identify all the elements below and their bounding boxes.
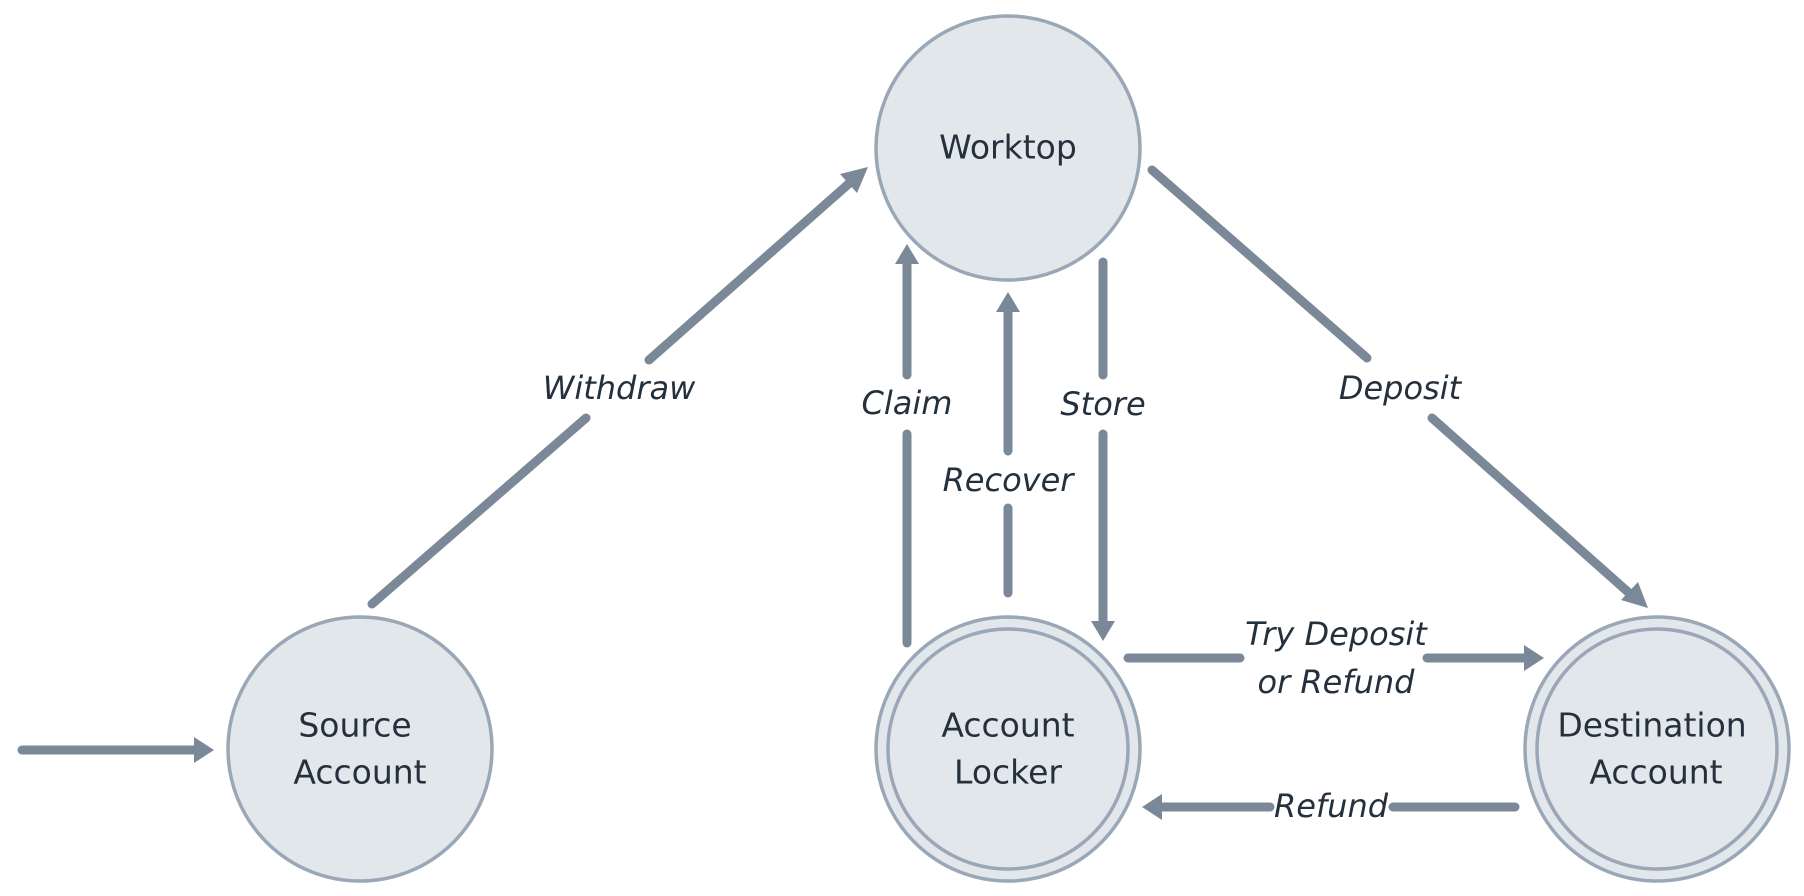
- try-deposit-label-line2: or Refund: [1258, 663, 1416, 701]
- source-account-label-line2: Account: [293, 753, 426, 792]
- entry-arrow: [17, 737, 214, 763]
- account-locker-label-line2: Locker: [954, 753, 1062, 792]
- worktop-label: Worktop: [939, 128, 1077, 167]
- node-source-account: Source Account: [226, 615, 494, 883]
- store-arrow: [1091, 257, 1115, 641]
- deposit-label: Deposit: [1339, 369, 1463, 407]
- claim-arrow: [895, 244, 919, 648]
- recover-arrow: [996, 292, 1020, 598]
- withdraw-label: Withdraw: [543, 369, 696, 407]
- source-account-label-line1: Source: [298, 706, 411, 745]
- destination-account-label-line1: Destination: [1557, 706, 1746, 745]
- node-account-locker: Account Locker: [874, 615, 1142, 883]
- try-deposit-arrow: [1123, 645, 1544, 671]
- withdraw-arrow: [367, 167, 868, 609]
- account-locker-label-line1: Account: [941, 706, 1074, 745]
- deposit-arrow: [1147, 165, 1648, 608]
- node-destination-account: Destination Account: [1523, 615, 1791, 883]
- try-deposit-label-line1: Try Deposit: [1245, 615, 1428, 653]
- refund-label: Refund: [1274, 787, 1389, 825]
- node-worktop: Worktop: [874, 14, 1142, 282]
- recover-label: Recover: [943, 461, 1076, 499]
- claim-label: Claim: [862, 384, 953, 422]
- refund-arrow: [1142, 794, 1520, 820]
- store-label: Store: [1060, 385, 1145, 423]
- destination-account-label-line2: Account: [1589, 753, 1722, 792]
